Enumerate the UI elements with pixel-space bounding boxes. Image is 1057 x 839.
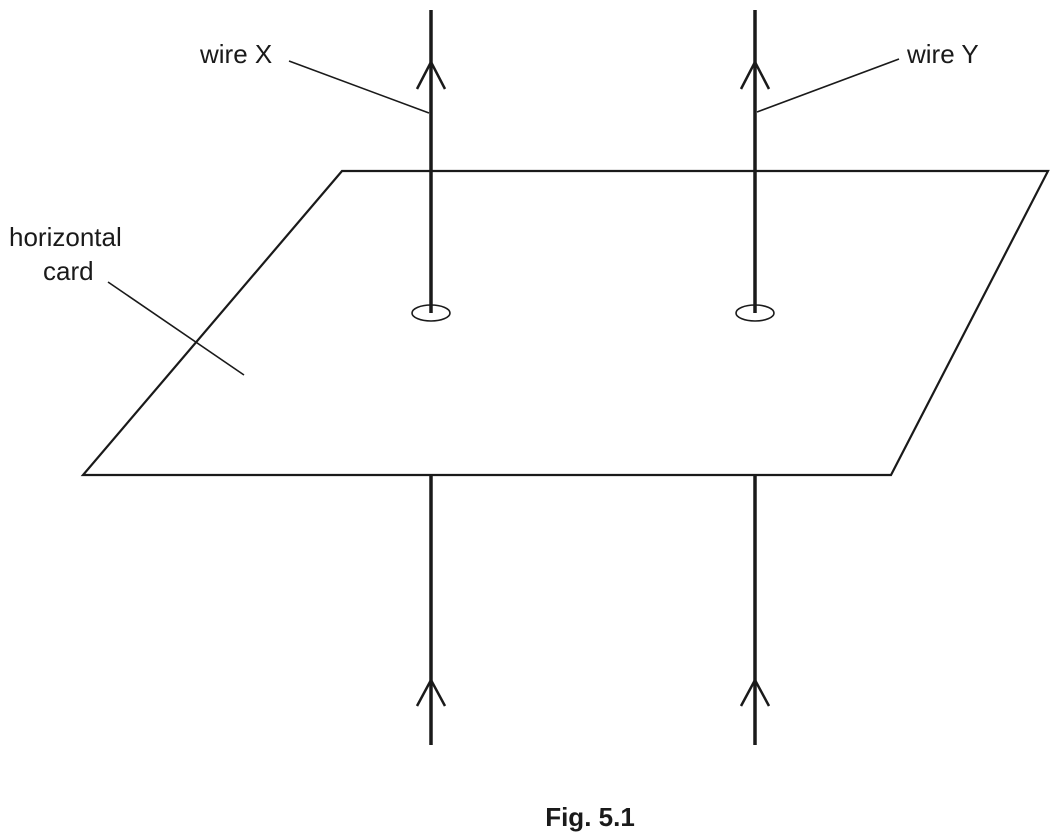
card-leader-line (107, 281, 245, 376)
wire-y-label: wire Y (906, 39, 979, 69)
up-arrowhead-icon (739, 59, 771, 90)
up-arrowhead-icon (739, 677, 771, 707)
card-label-line1: horizontal (9, 222, 122, 252)
wire-y-leader-line (756, 58, 900, 113)
hole-y-icon (735, 304, 775, 322)
card-label-line2: card (43, 256, 94, 286)
wire-x-leader-line (288, 60, 430, 114)
figure-caption: Fig. 5.1 (545, 802, 635, 832)
wire-x-label: wire X (199, 39, 272, 69)
up-arrowhead-icon (415, 59, 447, 90)
up-arrowhead-icon (415, 677, 447, 707)
hole-x-icon (411, 304, 451, 322)
horizontal-card (80, 169, 1050, 477)
